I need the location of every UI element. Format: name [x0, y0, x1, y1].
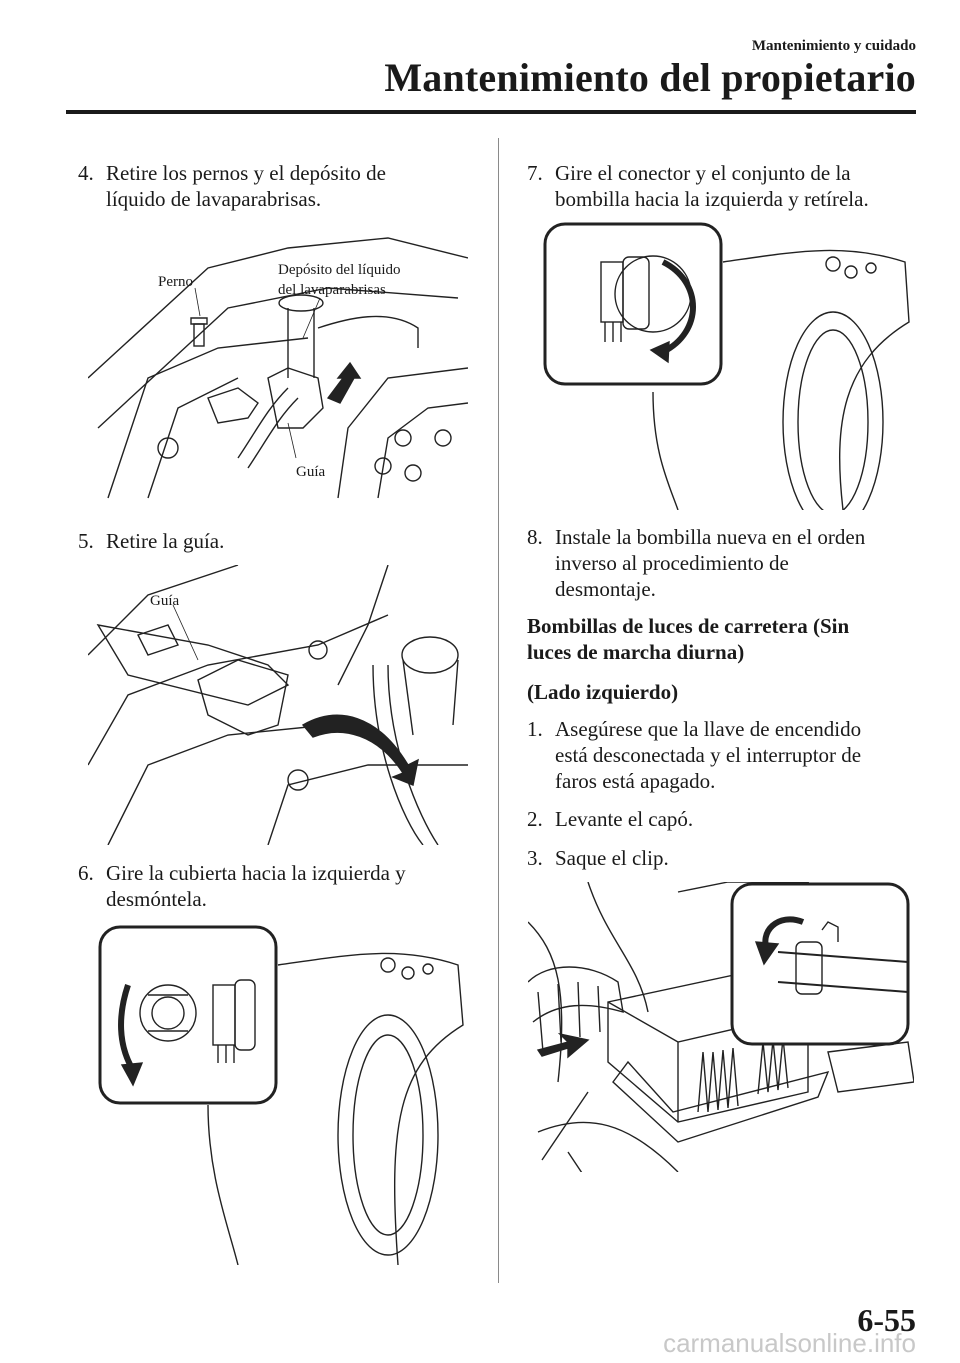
column-divider — [498, 138, 499, 1283]
figure-cover-rotation — [98, 925, 468, 1265]
step-text: Asegúrese que la llave de encendido está… — [555, 717, 862, 793]
page-title: Mantenimiento del propietario — [384, 55, 916, 100]
label-deposito-2: del lavaparabrisas — [278, 282, 386, 298]
step-4: 4. Retire los pernos y el depósito de lí… — [78, 160, 478, 220]
step-text: Retire la guía. — [106, 529, 225, 553]
step-5: 5. Retire la guía. — [78, 528, 478, 558]
page-number: 6-55 — [857, 1302, 916, 1338]
step-number: 1. — [527, 717, 543, 741]
step-number: 3. — [527, 846, 543, 870]
step-8: 8. Instale la bombilla nueva en el orden… — [527, 524, 927, 604]
label-guia-1: Guía — [296, 464, 326, 480]
label-perno: Perno — [158, 274, 193, 290]
figure-clip-removal — [528, 882, 914, 1172]
step-number: 6. — [78, 861, 94, 885]
step-1: 1. Asegúrese que la llave de encendido e… — [527, 716, 927, 796]
step-text: Gire el conector y el conjunto de la bom… — [555, 161, 869, 211]
step-text: Instale la bombilla nueva en el orden in… — [555, 525, 866, 601]
step-text: Retire los pernos y el depósito de líqui… — [106, 161, 386, 211]
step-number: 2. — [527, 807, 543, 831]
header-rule — [66, 110, 916, 114]
step-text: Saque el clip. — [555, 846, 669, 870]
step-6: 6. Gire la cubierta hacia la izquierda y… — [78, 860, 478, 920]
step-text: Gire la cubierta hacia la izquierda y de… — [106, 861, 406, 911]
section-title: Mantenimiento y cuidado — [751, 38, 916, 54]
label-guia-2: Guía — [150, 593, 180, 609]
figure-bulb-removal — [543, 222, 915, 510]
step-2: 2. Levante el capó. — [527, 806, 927, 836]
figure-guide-removal: Guía — [88, 565, 468, 845]
step-3: 3. Saque el clip. — [527, 845, 927, 875]
step-number: 5. — [78, 529, 94, 553]
figure-washer-reservoir: Perno Depósito del líquido del lavaparab… — [88, 228, 468, 508]
subheading-left-side: (Lado izquierdo) — [527, 680, 679, 704]
step-number: 7. — [527, 161, 543, 185]
step-text: Levante el capó. — [555, 807, 694, 831]
subheading-high-beam: Bombillas de luces de carretera (Sin luc… — [527, 614, 850, 664]
label-deposito-1: Depósito del líquido — [278, 262, 401, 278]
watermark: carmanualsonline.info — [663, 1328, 916, 1358]
step-number: 4. — [78, 161, 94, 185]
step-7: 7. Gire el conector y el conjunto de la … — [527, 160, 927, 220]
step-number: 8. — [527, 525, 543, 549]
